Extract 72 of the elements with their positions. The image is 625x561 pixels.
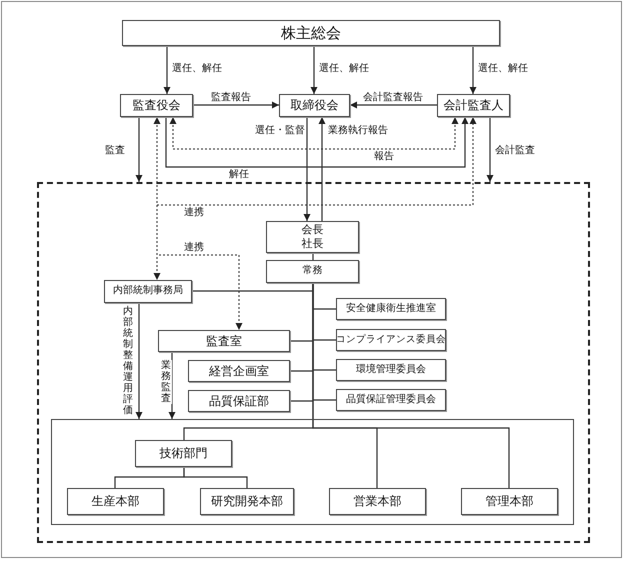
box-label: 生産本部 xyxy=(92,494,140,509)
edge-label: 選任、解任 xyxy=(171,63,223,74)
edge-label: 業務監査 xyxy=(160,360,172,404)
arrow xyxy=(350,102,437,108)
org-box xyxy=(266,221,359,253)
dashed-region-frame xyxy=(37,182,590,543)
org-box xyxy=(437,94,510,117)
box-label: 監査役会 xyxy=(132,98,180,113)
org-box xyxy=(122,20,500,46)
edge-label: 内部統制整備運用評価 xyxy=(122,306,134,416)
org-box xyxy=(120,94,193,117)
arrow xyxy=(154,116,476,206)
org-box xyxy=(336,298,446,320)
org-box xyxy=(104,280,192,303)
edge-label: 選任、解任 xyxy=(477,63,529,74)
box-label: 常務 xyxy=(302,265,322,278)
edge-label: 連携 xyxy=(183,207,205,218)
box-label: 取締役会 xyxy=(290,98,338,113)
arrow xyxy=(318,117,326,221)
edge-label: 解任 xyxy=(228,169,250,180)
box-label: 品質保証部 xyxy=(209,394,269,408)
box-label: 安全健康衛生推進室 xyxy=(346,302,436,316)
org-box xyxy=(200,488,294,515)
edge-label: 会計監査報告 xyxy=(362,92,424,104)
box-label: 社長 xyxy=(302,237,324,251)
connector-line xyxy=(183,467,248,488)
box-label: 管理本部 xyxy=(486,494,534,509)
box-label: 環境管理委員会 xyxy=(356,364,426,376)
org-box xyxy=(158,330,290,352)
edge-label: 業務執行報告 xyxy=(327,125,389,136)
box-label: 営業本部 xyxy=(354,494,402,509)
arrow xyxy=(136,117,142,182)
org-box xyxy=(336,359,446,381)
arrow xyxy=(170,116,458,150)
box-label: 会計監査人 xyxy=(444,98,504,113)
org-box xyxy=(461,488,558,515)
edge-label: 会計監査 xyxy=(494,145,536,156)
org-box xyxy=(336,329,446,351)
box-label: コンプライアンス委員会 xyxy=(336,334,446,346)
arrow xyxy=(193,102,279,108)
box-label: 経営企画室 xyxy=(209,364,269,378)
arrow xyxy=(165,117,468,168)
org-box xyxy=(135,440,232,467)
edge-label: 連携 xyxy=(183,242,205,254)
arrow xyxy=(304,117,310,221)
org-box xyxy=(266,260,359,283)
box-label: 研究開発本部 xyxy=(211,494,283,509)
arrow xyxy=(156,116,242,330)
edge-label: 選任、解任 xyxy=(318,63,370,74)
arrow xyxy=(470,46,476,94)
org-box xyxy=(188,360,290,382)
box-label: 会長 xyxy=(302,223,324,237)
box-label: 品質保証管理委員会 xyxy=(346,394,436,406)
arrow xyxy=(164,46,170,94)
box-label: 株主総会 xyxy=(281,24,341,42)
box-label: 技術部門 xyxy=(160,446,208,461)
division-group-frame xyxy=(51,419,574,525)
edge-label: 監査報告 xyxy=(210,92,252,104)
edge-label: 選任・監督 xyxy=(254,125,306,136)
box-label: 内部統制事務局 xyxy=(113,285,183,298)
arrow xyxy=(486,117,494,182)
arrow xyxy=(310,46,318,94)
org-box xyxy=(336,389,446,411)
edge-label: 監査 xyxy=(104,145,126,156)
arrow xyxy=(168,352,176,419)
arrow xyxy=(136,303,142,419)
org-box xyxy=(329,488,426,515)
org-box xyxy=(67,488,164,515)
box-label: 監査室 xyxy=(206,334,242,348)
org-box xyxy=(188,390,290,412)
edge-label: 報告 xyxy=(373,151,395,162)
org-box xyxy=(279,94,350,117)
